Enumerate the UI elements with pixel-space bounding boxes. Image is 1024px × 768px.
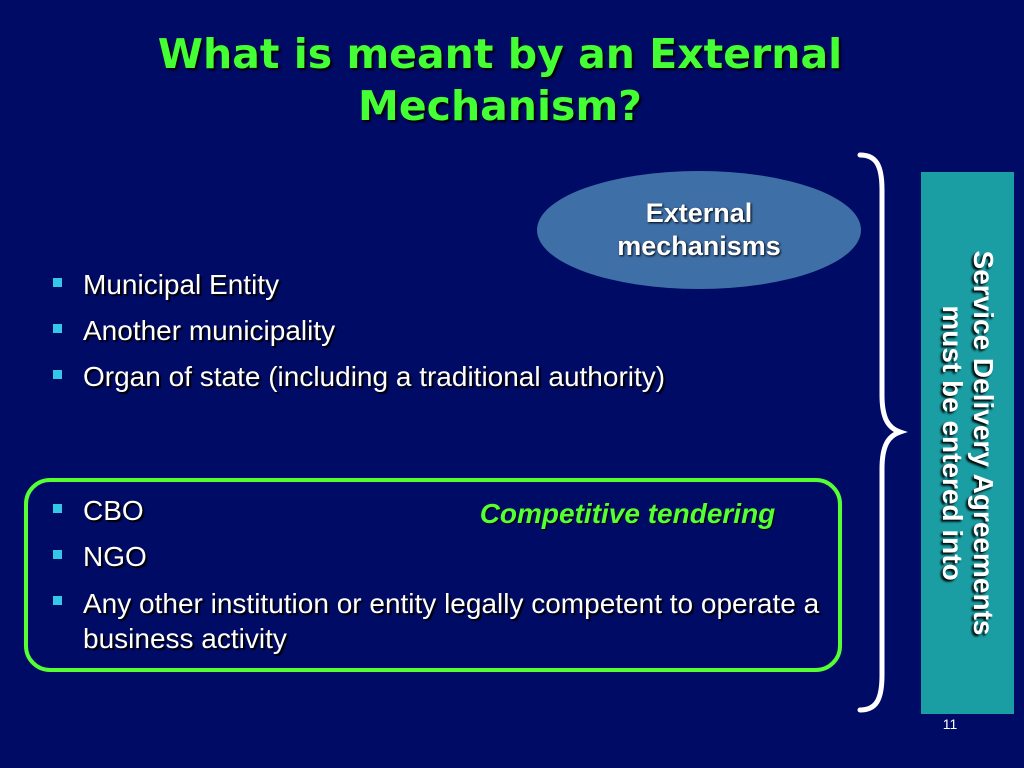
list-item: Another municipality — [45, 314, 825, 347]
oval-line-2: mechanisms — [617, 231, 781, 261]
service-delivery-text: Service Delivery Agreements must be ente… — [937, 193, 999, 693]
public-bodies-list: Municipal Entity Another municipality Or… — [45, 268, 825, 406]
list-item: Any other institution or entity legally … — [45, 586, 845, 656]
bullet-square-icon — [53, 550, 62, 559]
page-number: 11 — [942, 716, 958, 732]
competitive-tendering-label: Competitive tendering — [479, 498, 776, 529]
bullet-square-icon — [53, 324, 62, 333]
slide-title-line-2: Mechanism? — [358, 82, 642, 130]
slide-title: What is meant by an External Mechanism? — [0, 28, 1000, 132]
oval-line-1: External — [645, 198, 753, 228]
curly-brace-icon — [857, 152, 908, 713]
bullet-square-icon — [53, 278, 62, 287]
slide-title-line-1: What is meant by an External — [157, 30, 843, 78]
bullet-square-icon — [53, 504, 62, 513]
list-item: CBO — [45, 494, 845, 527]
competitive-tendering-box — [24, 478, 842, 672]
bullet-square-icon — [53, 596, 62, 605]
list-item: Organ of state (including a traditional … — [45, 360, 825, 393]
service-delivery-panel: Service Delivery Agreements must be ente… — [921, 172, 1014, 714]
service-delivery-line-1: Service Delivery Agreements — [967, 250, 999, 636]
bullet-square-icon — [53, 370, 62, 379]
external-mechanisms-oval: External mechanisms — [537, 171, 861, 289]
other-entities-list: CBO NGO Any other institution or entity … — [45, 494, 845, 656]
list-item: Municipal Entity — [45, 268, 825, 301]
service-delivery-line-2: must be entered into — [936, 305, 968, 581]
list-item: NGO — [45, 540, 845, 573]
